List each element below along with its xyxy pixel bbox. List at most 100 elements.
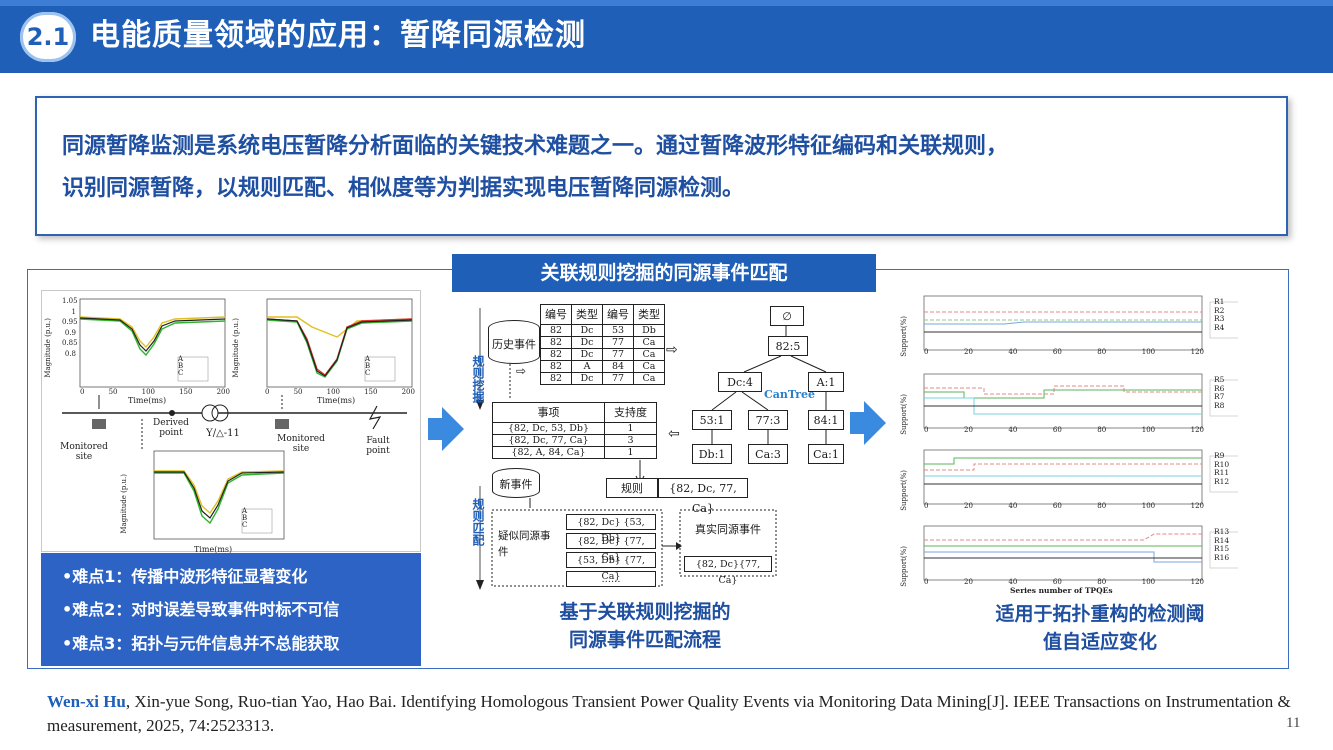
- intro-text: 同源暂降监测是系统电压暂降分析面临的关键技术难题之一。通过暂降波形特征编码和关联…: [62, 126, 1262, 210]
- support-charts: [900, 290, 1247, 596]
- history-db-icon: [488, 320, 540, 364]
- section-number: 2.1: [26, 23, 70, 51]
- tree-node-77: 77:3: [748, 410, 788, 430]
- citation-text: , Xin-yue Song, Ruo-tian Yao, Hao Bai. I…: [47, 692, 1291, 735]
- difficulty-2: •难点2：对时误差导致事件时标不可信: [62, 600, 340, 619]
- header-bar: [0, 0, 1333, 73]
- support-chart-2: [923, 373, 1247, 429]
- true-value: {82, Dc}{77, Ca}: [684, 556, 772, 586]
- intro-line-2: 识别同源暂降，以规则匹配、相似度等为判据实现电压暂降同源检测。: [62, 176, 745, 201]
- table-row: {82, Dc, 77, Ca}3: [492, 434, 657, 447]
- tree-back-arrow-icon: ⇦: [668, 426, 680, 442]
- difficulties-box: [41, 553, 421, 666]
- new-event-db-icon: [492, 468, 540, 498]
- support-chart-3: [923, 449, 1247, 505]
- support-chart-4: [923, 525, 1247, 581]
- derived-point-label: Derived point: [153, 418, 189, 438]
- chart4-ylabel: Support(%): [900, 546, 908, 587]
- tree-node-53: 53:1: [692, 410, 732, 430]
- tree-node-db: Db:1: [692, 444, 732, 464]
- tree-node-ca1: Ca:1: [808, 444, 844, 464]
- right-caption: 适用于拓扑重构的检测阈 值自适应变化: [995, 603, 1205, 653]
- monitored-site-label-2: Monitored site: [277, 434, 325, 454]
- citation-author: Wen-xi Hu: [47, 692, 126, 711]
- table-row: {82, A, 84, Ca}1: [492, 446, 657, 459]
- plot1-xlabel: Time(ms): [128, 396, 167, 405]
- difficulty-3: •难点3：拓扑与元件信息并不总能获取: [62, 634, 340, 653]
- list-item: {82, Dc} {53, Db}: [566, 514, 656, 544]
- intro-box: [35, 96, 1288, 236]
- plot3-ylabel: Magnitude (p.u.): [120, 474, 128, 534]
- tree-node-ca3: Ca:3: [748, 444, 788, 464]
- support-chart-1: [923, 295, 1247, 351]
- tree-node-84: 84:1: [808, 410, 844, 430]
- arrow-right-icon: [442, 407, 464, 451]
- tree-node-a: A:1: [808, 372, 844, 392]
- list-item: {82, Dc} {77, Ca}: [566, 533, 656, 563]
- side-label-matching: 规则匹配: [471, 498, 485, 546]
- list-item: ……: [566, 571, 656, 587]
- arrow-right-icon-2: [864, 401, 886, 445]
- waveform-panel: [41, 290, 421, 552]
- tree-node-82: 82:5: [768, 336, 808, 356]
- section-badge: [20, 12, 76, 62]
- chart3-ylabel: Support(%): [900, 470, 908, 511]
- arrow-to-table-icon: ⇨: [516, 364, 527, 378]
- suspect-list: {82, Dc} {53, Db} {82, Dc} {77, Ca} {53,…: [566, 514, 656, 587]
- header-highlight: [0, 0, 1333, 6]
- plot2-xlabel: Time(ms): [317, 396, 356, 405]
- chart2-ylabel: Support(%): [900, 394, 908, 435]
- middle-caption: 基于关联规则挖掘的 同源事件匹配流程: [559, 601, 731, 651]
- support-chart-svg: [923, 295, 1247, 581]
- side-label-mining: 规则挖掘: [471, 355, 485, 403]
- difficulty-1: •难点1：传播中波形特征显著变化: [62, 567, 308, 586]
- plot3-xlabel: Time(ms): [194, 545, 233, 554]
- main-title: 关联规则挖掘的同源事件匹配: [452, 254, 876, 292]
- events-table-header: 编号类型编号类型: [540, 304, 665, 325]
- support-table: 事项支持度 {82, Dc, 53, Db}1 {82, Dc, 77, Ca}…: [492, 402, 657, 459]
- waveform-diagram: [62, 298, 413, 540]
- cantree-label: CanTree: [764, 388, 816, 401]
- fault-point-label: Fault point: [366, 436, 390, 456]
- plot2-ylabel: Magnitude (p.u.): [232, 318, 240, 378]
- arrow-right-bar: [850, 412, 864, 434]
- list-item: {53, Db} {77, Ca}: [566, 552, 656, 582]
- arrow-left-bar: [428, 418, 442, 440]
- tree-arrow-icon: ⇨: [666, 342, 678, 358]
- plot1-ylabel: Magnitude (p.u.): [44, 318, 52, 378]
- network-line: [62, 395, 407, 449]
- true-label: 真实同源事件: [695, 523, 761, 536]
- waveform-plot-3: [153, 450, 285, 540]
- rule-label: 规则: [606, 478, 658, 498]
- intro-line-1: 同源暂降监测是系统电压暂降分析面临的关键技术难题之一。通过暂降波形特征编码和关联…: [62, 134, 1009, 159]
- page-title: 电能质量领域的应用：暂降同源检测: [90, 18, 586, 53]
- citation: Wen-xi Hu, Xin-yue Song, Ruo-tian Yao, H…: [47, 690, 1307, 738]
- history-events-label: 历史事件: [492, 338, 536, 351]
- chart-xlabel: Series number of TPQEs: [1010, 586, 1113, 595]
- cantree-diagram: ∅ 82:5 Dc:4 A:1 53:1 77:3 84:1 Db:1 Ca:3…: [666, 302, 848, 472]
- new-event-label: 新事件: [499, 478, 533, 491]
- tree-edges: [711, 326, 827, 444]
- support-table-header: 事项支持度: [492, 402, 657, 423]
- waveform-plot-1: [79, 298, 226, 388]
- transformer-label: Y/△-11: [206, 428, 240, 439]
